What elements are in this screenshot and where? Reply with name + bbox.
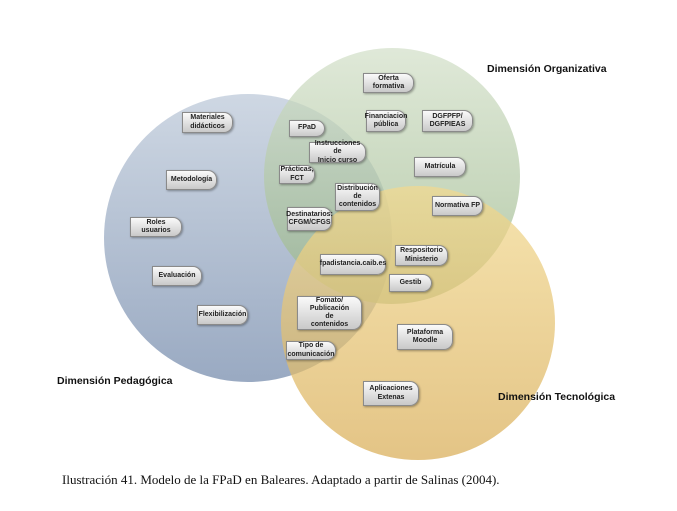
box-repositorio-ministerio: Respositorio Ministerio (395, 245, 448, 266)
box-evaluacion: Evaluación (152, 266, 202, 286)
box-metodologia: Metodología (166, 170, 217, 190)
box-materiales-didacticos: Materiales didácticos (182, 112, 233, 133)
box-practicas-fct: Prácticas, FCT (279, 165, 315, 184)
label-dimension-pedagogica: Dimensión Pedagógica (57, 375, 173, 387)
label-dimension-organizativa: Dimensión Organizativa (487, 63, 607, 75)
box-dgfpfp-dgfpieas: DGFPFP/ DGFPIEAS (422, 110, 473, 132)
box-gestib: Gestib (389, 274, 432, 292)
box-aplicaciones-externas: Aplicaciones Extenas (363, 381, 419, 406)
figure-caption: Ilustración 41. Modelo de la FPaD en Bal… (62, 472, 500, 487)
box-plataforma-moodle: Plataforma Moodle (397, 324, 453, 350)
box-destinatarios: Destinatarios: CFGM/CFGS (286, 207, 333, 231)
box-financiacion-publica: Financiacion pública (365, 110, 407, 132)
box-flexibilizacion: Flexibilización (197, 305, 248, 325)
label-dimension-tecnologica: Dimensión Tecnológica (498, 391, 616, 403)
box-formato-publicacion-contenidos: Fomato/ Publicación de contenidos (297, 296, 362, 330)
box-fpadistancia-caib-es: fpadistancia.caib.es (320, 254, 386, 275)
box-instrucciones-inicio-curso: Instrucciones de Inicio curso (309, 140, 366, 164)
box-matricula: Matrícula (414, 157, 466, 177)
box-oferta-formativa: Oferta formativa (363, 73, 414, 93)
box-distribucion-contenidos: Distribución de contenidos (335, 183, 380, 211)
box-roles-usuarios: Roles usuarios (130, 217, 182, 237)
box-normativa-fp: Normativa FP (432, 196, 483, 216)
box-fpad: FPaD (289, 120, 325, 137)
box-tipo-comunicacion: Tipo de comunicación (286, 341, 336, 360)
